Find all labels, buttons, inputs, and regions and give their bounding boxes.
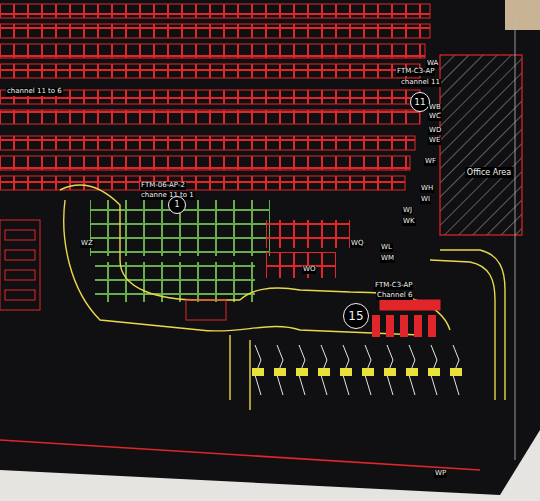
plan-label: WQ — [350, 240, 364, 248]
machine-block — [340, 368, 352, 376]
plan-label: WO — [302, 266, 316, 274]
plan-label: WA — [426, 60, 439, 68]
plan-label: WI — [420, 196, 431, 204]
rack-row — [0, 176, 405, 190]
table-surface — [505, 0, 540, 30]
plan-label: WF — [424, 158, 437, 166]
callout-number: 15 — [343, 303, 369, 329]
callout-number: 1 — [168, 196, 186, 214]
office-hatch — [440, 55, 522, 235]
border-line — [515, 10, 516, 460]
machine-block — [406, 368, 418, 376]
plan-label: WD — [428, 127, 442, 135]
border-line — [0, 440, 480, 470]
plan-label: Channel 6 — [376, 292, 413, 300]
conveyor-lines — [60, 185, 505, 410]
plan-label: FTM-06-AP-2 — [140, 182, 186, 190]
machine-block — [362, 368, 374, 376]
plan-label: WM — [380, 255, 395, 263]
rack-row — [0, 44, 425, 58]
plan-label: WC — [428, 113, 442, 121]
rack-row — [0, 156, 410, 170]
plan-label: channel 11 to 6 — [6, 88, 63, 96]
red-blocks — [372, 315, 436, 337]
rack-row — [0, 4, 430, 18]
plan-label: WB — [428, 104, 442, 112]
plan-label: FTM-C3-AP — [374, 282, 413, 290]
office-area: Office Area — [442, 57, 520, 233]
plan-label: WH — [420, 185, 434, 193]
plan-label: FTM-C3-AP — [396, 68, 435, 76]
plan-label: WK — [402, 218, 416, 226]
rack-rows — [0, 4, 430, 190]
callout-number: 11 — [410, 92, 430, 112]
plan-label: WP — [434, 470, 447, 478]
rack-row — [0, 64, 420, 78]
plan-label: WZ — [80, 240, 94, 248]
rack-row — [0, 24, 430, 38]
machine-block — [318, 368, 330, 376]
rack-row — [0, 110, 420, 124]
machine-block — [384, 368, 396, 376]
machine-block — [296, 368, 308, 376]
green-bays — [95, 262, 255, 302]
machine-block — [274, 368, 286, 376]
plan-label: channe 11 to 1 — [140, 192, 195, 200]
machine-block — [450, 368, 462, 376]
plan-label: channel 11 — [400, 79, 441, 87]
plan-label: WJ — [402, 207, 413, 215]
machine-row — [252, 345, 462, 395]
left-equipment — [0, 220, 440, 320]
red-bays — [266, 220, 350, 248]
red-bays — [266, 252, 336, 278]
machine-block — [252, 368, 264, 376]
rack-row — [0, 136, 415, 150]
area-label: Office Area — [465, 167, 513, 178]
plan-label: WL — [380, 244, 393, 252]
plan-label: WE — [428, 137, 441, 145]
rack-row — [0, 90, 420, 104]
machine-block — [428, 368, 440, 376]
